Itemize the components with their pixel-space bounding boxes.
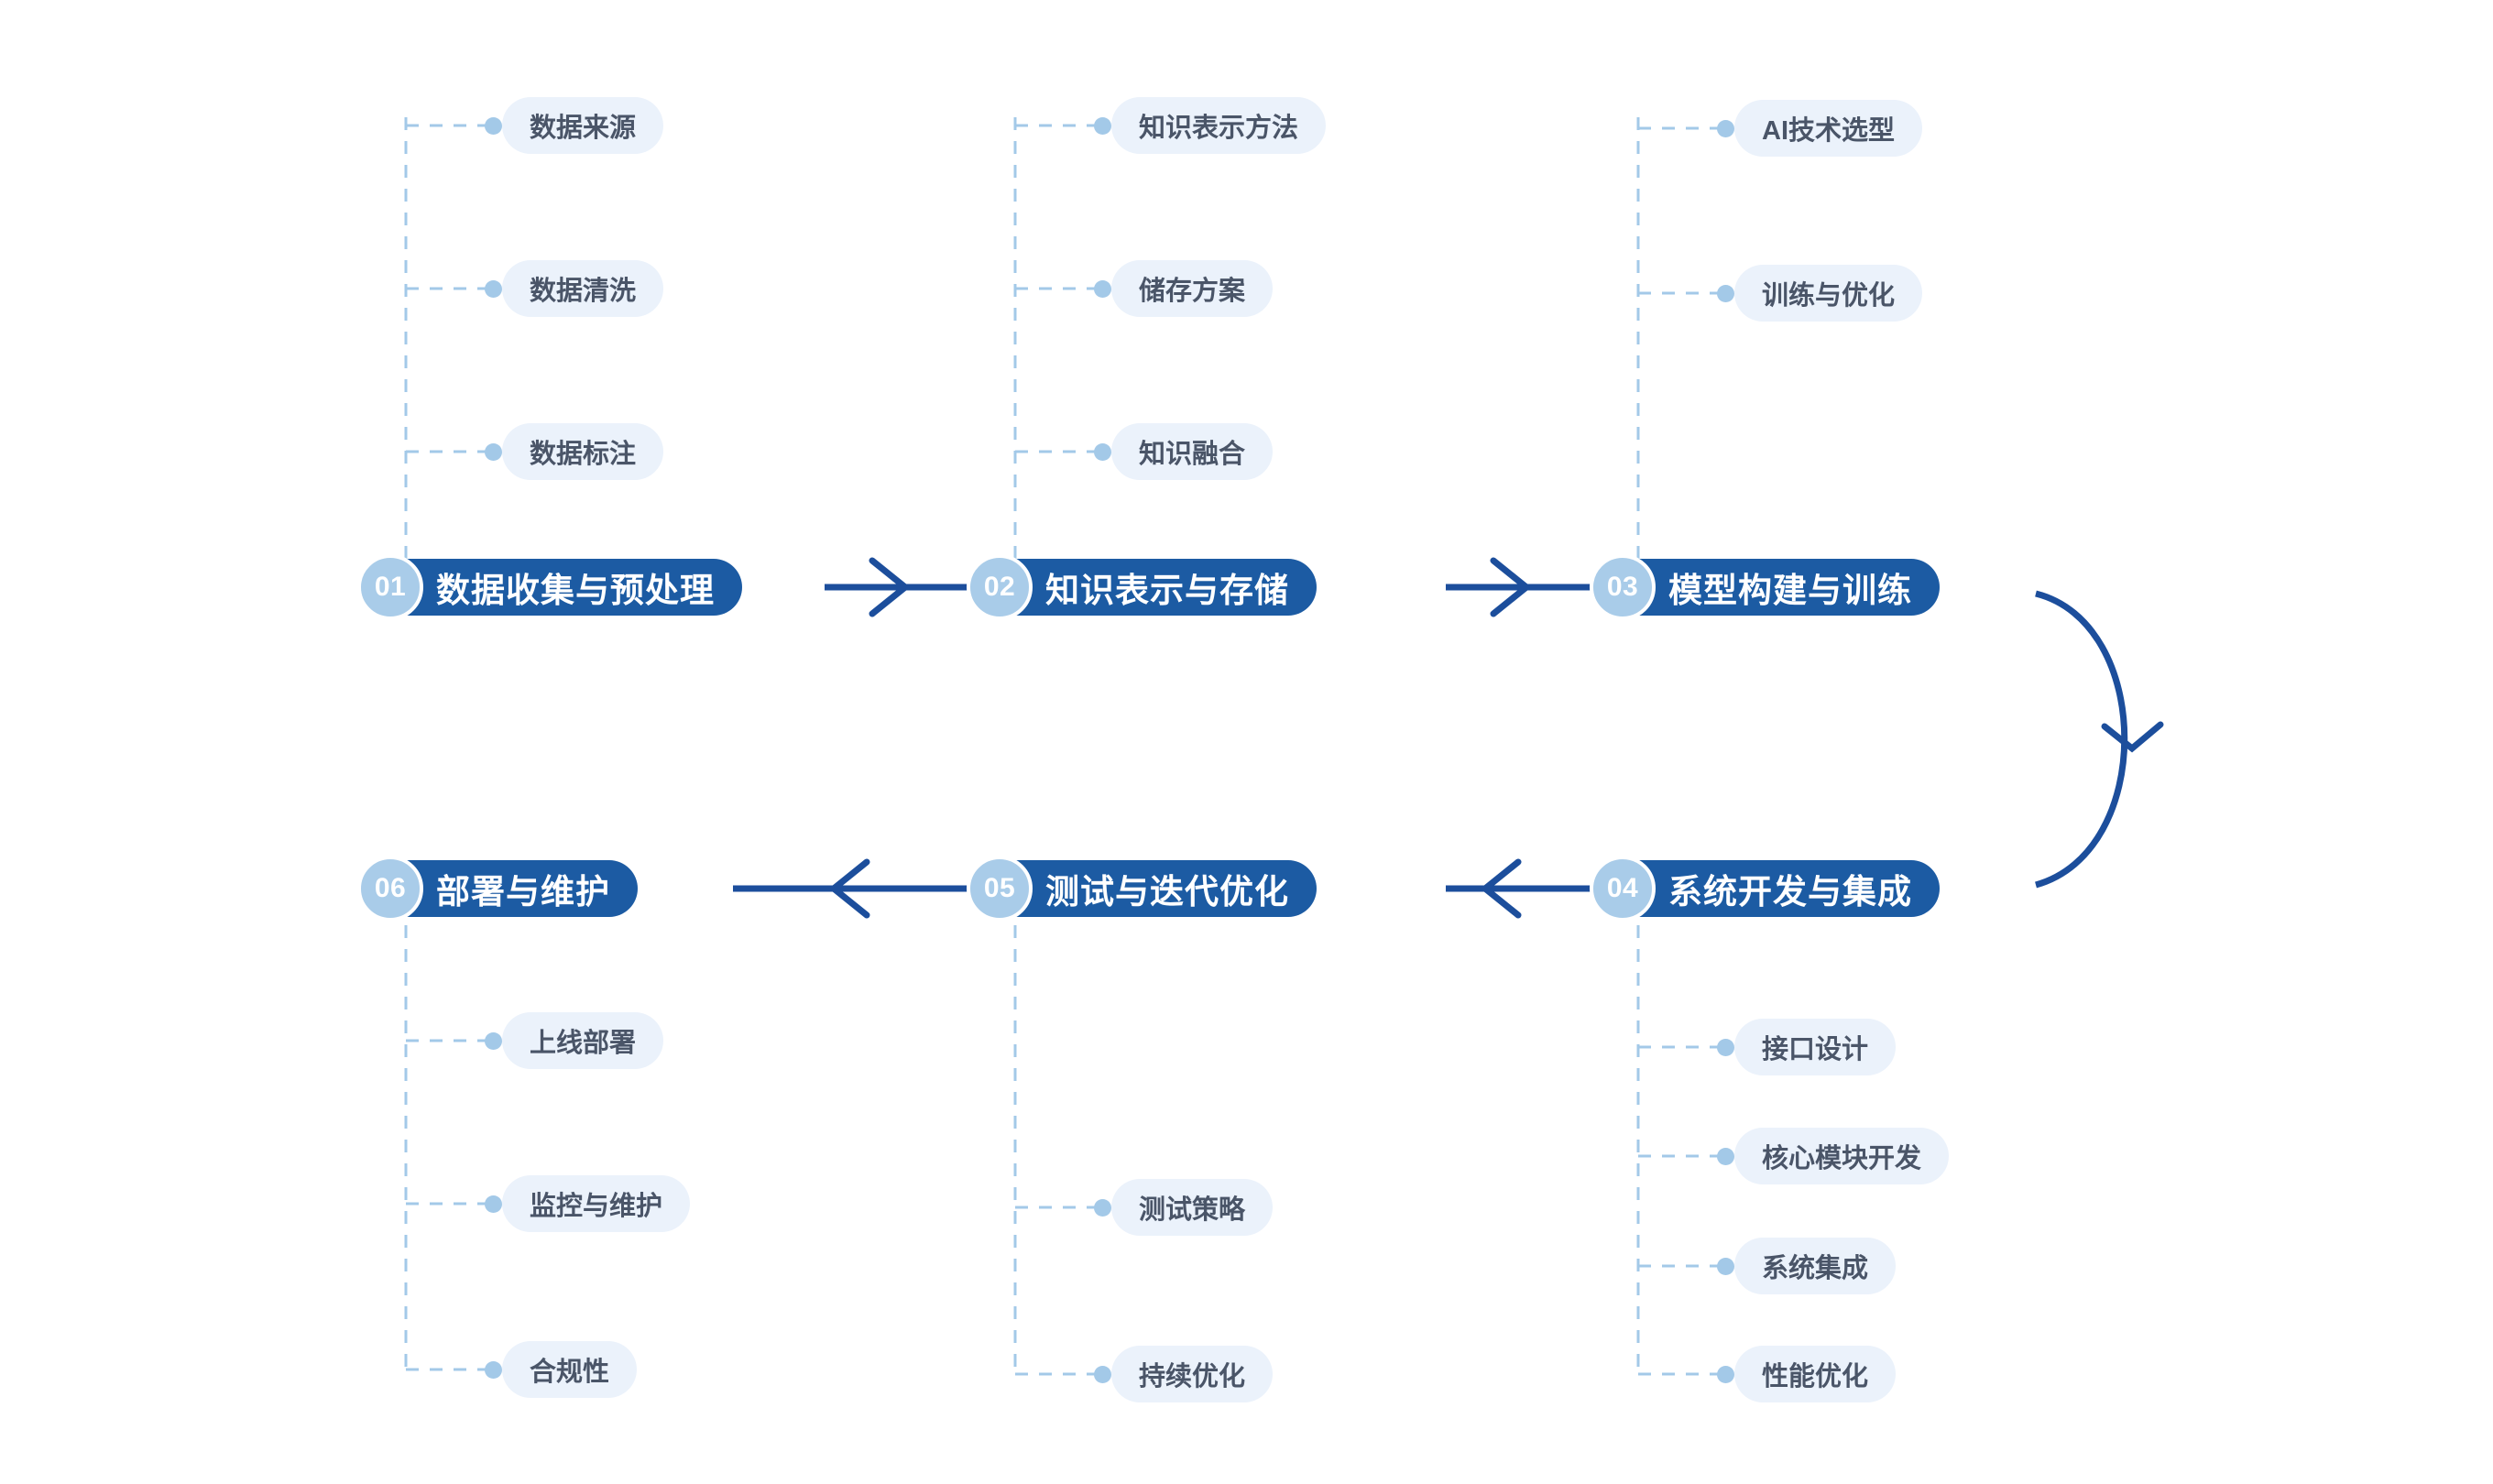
leaf-node[interactable]: 性能优化 [1734,1346,1897,1402]
stage-node-03[interactable]: 03 模型构建与训练 [1590,554,1940,620]
stage-node-06[interactable]: 06 部署与维护 [357,856,638,922]
stage-number-badge: 04 [1590,856,1656,922]
leaf-node[interactable]: AI技术选型 [1734,100,1923,157]
flow-arrow-03-to-04-head [2101,721,2164,753]
leaf-node[interactable]: 接口设计 [1734,1019,1897,1075]
stage-label: 测试与迭代优化 [1005,860,1317,917]
leaf-node[interactable]: 训练与优化 [1734,265,1923,322]
leaf-node[interactable]: 知识融合 [1111,423,1274,480]
leaf-dot [485,280,502,298]
leaf-node[interactable]: 合规性 [502,1341,638,1398]
leaf-dot [1094,443,1111,461]
leaf-dot [485,443,502,461]
stage-number-badge: 03 [1590,554,1656,620]
leaf-node[interactable]: 持续优化 [1111,1346,1274,1402]
stage-node-05[interactable]: 05 测试与迭代优化 [967,856,1317,922]
leaf-dot [485,1195,502,1213]
leaf-dot [1717,1366,1734,1383]
leaf-node[interactable]: 知识表示方法 [1111,97,1327,154]
stage-number-badge: 01 [357,554,423,620]
leaf-node[interactable]: 储存方案 [1111,260,1274,317]
stage-number-badge: 02 [967,554,1033,620]
flow-arrow-05-to-06-head [828,858,870,919]
flow-arrow-01-to-02-head [869,557,911,617]
leaf-node[interactable]: 系统集成 [1734,1238,1897,1294]
leaf-dot [1094,280,1111,298]
stage-node-01[interactable]: 01 数据收集与预处理 [357,554,742,620]
leaf-dot [1717,1039,1734,1056]
leaf-node[interactable]: 数据来源 [502,97,664,154]
flow-arrow-03-to-04-curve [2035,590,2128,889]
stage-number-badge: 05 [967,856,1033,922]
stage-label: 知识表示与存储 [1005,559,1317,616]
leaf-node[interactable]: 数据标注 [502,423,664,480]
leaf-node[interactable]: 上线部署 [502,1012,664,1069]
leaf-dot [1717,1148,1734,1165]
leaf-dot [1094,1199,1111,1217]
stage-label: 系统开发与集成 [1628,860,1940,917]
flow-arrow-04-to-05-head [1480,858,1522,919]
leaf-dot [485,1361,502,1379]
leaf-dot [1717,1258,1734,1275]
leaf-dot [1094,1366,1111,1383]
leaf-dot [1717,120,1734,137]
stage-number-badge: 06 [357,856,423,922]
stage-label: 部署与维护 [396,860,638,917]
leaf-node[interactable]: 测试策略 [1111,1179,1274,1236]
flow-arrow-02-to-03-head [1490,557,1532,617]
leaf-node[interactable]: 数据清洗 [502,260,664,317]
leaf-node[interactable]: 核心模块开发 [1734,1128,1950,1184]
stage-label: 模型构建与训练 [1628,559,1940,616]
leaf-dot [1717,285,1734,302]
leaf-dot [1094,117,1111,135]
stage-node-02[interactable]: 02 知识表示与存储 [967,554,1317,620]
leaf-node[interactable]: 监控与维护 [502,1175,691,1232]
leaf-dot [485,117,502,135]
stage-node-04[interactable]: 04 系统开发与集成 [1590,856,1940,922]
leaf-dot [485,1032,502,1050]
stage-label: 数据收集与预处理 [396,559,742,616]
